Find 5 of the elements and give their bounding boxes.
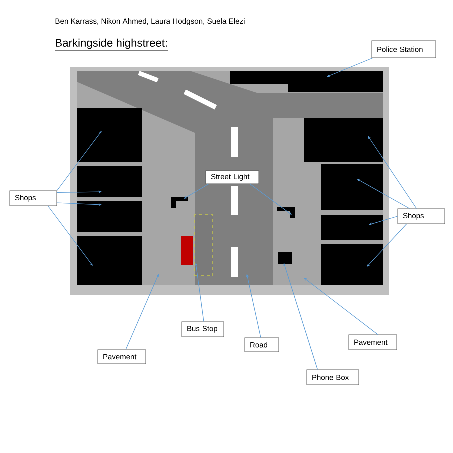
leader-line xyxy=(304,278,378,336)
leader-line xyxy=(284,263,318,370)
leader-line xyxy=(246,274,262,338)
title: Barkingside highstreet: xyxy=(55,38,168,51)
leader-line xyxy=(126,274,159,350)
